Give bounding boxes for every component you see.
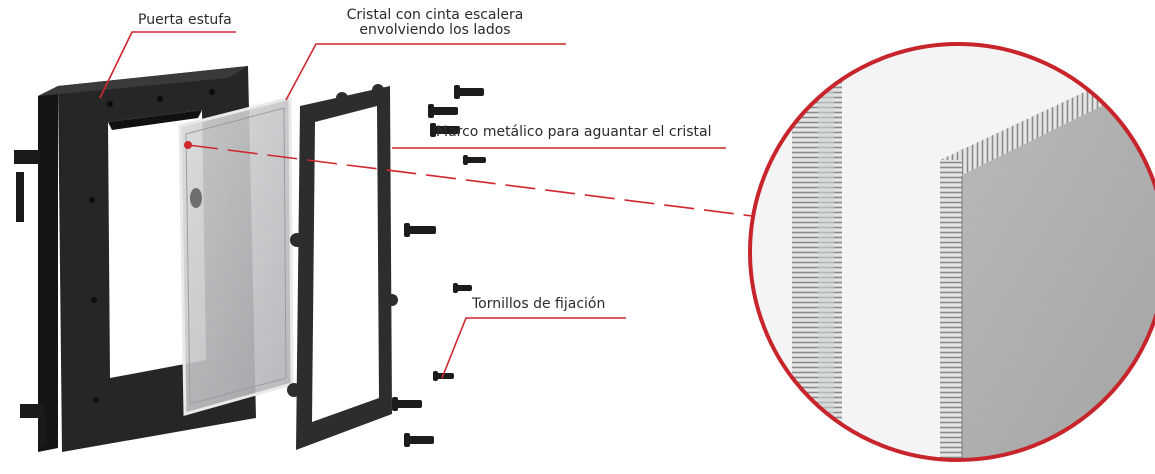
metal-frame-illustration — [287, 84, 398, 450]
leader-lines — [99, 31, 753, 379]
magnified-glass-edge-illustration — [748, 42, 1155, 462]
screws-illustration — [392, 85, 486, 447]
callout-glass-line2: envolviendo los lados — [359, 22, 511, 38]
callout-screws: Tornillos de fijación — [472, 296, 606, 312]
callout-door: Puerta estufa — [138, 12, 232, 28]
glass-edge-marker — [184, 141, 192, 149]
callout-glass: Cristal con cinta escalera envolviendo l… — [330, 8, 540, 38]
callout-frame: Marco metálico para aguantar el cristal — [436, 124, 712, 140]
callout-glass-line1: Cristal con cinta escalera — [346, 7, 524, 23]
